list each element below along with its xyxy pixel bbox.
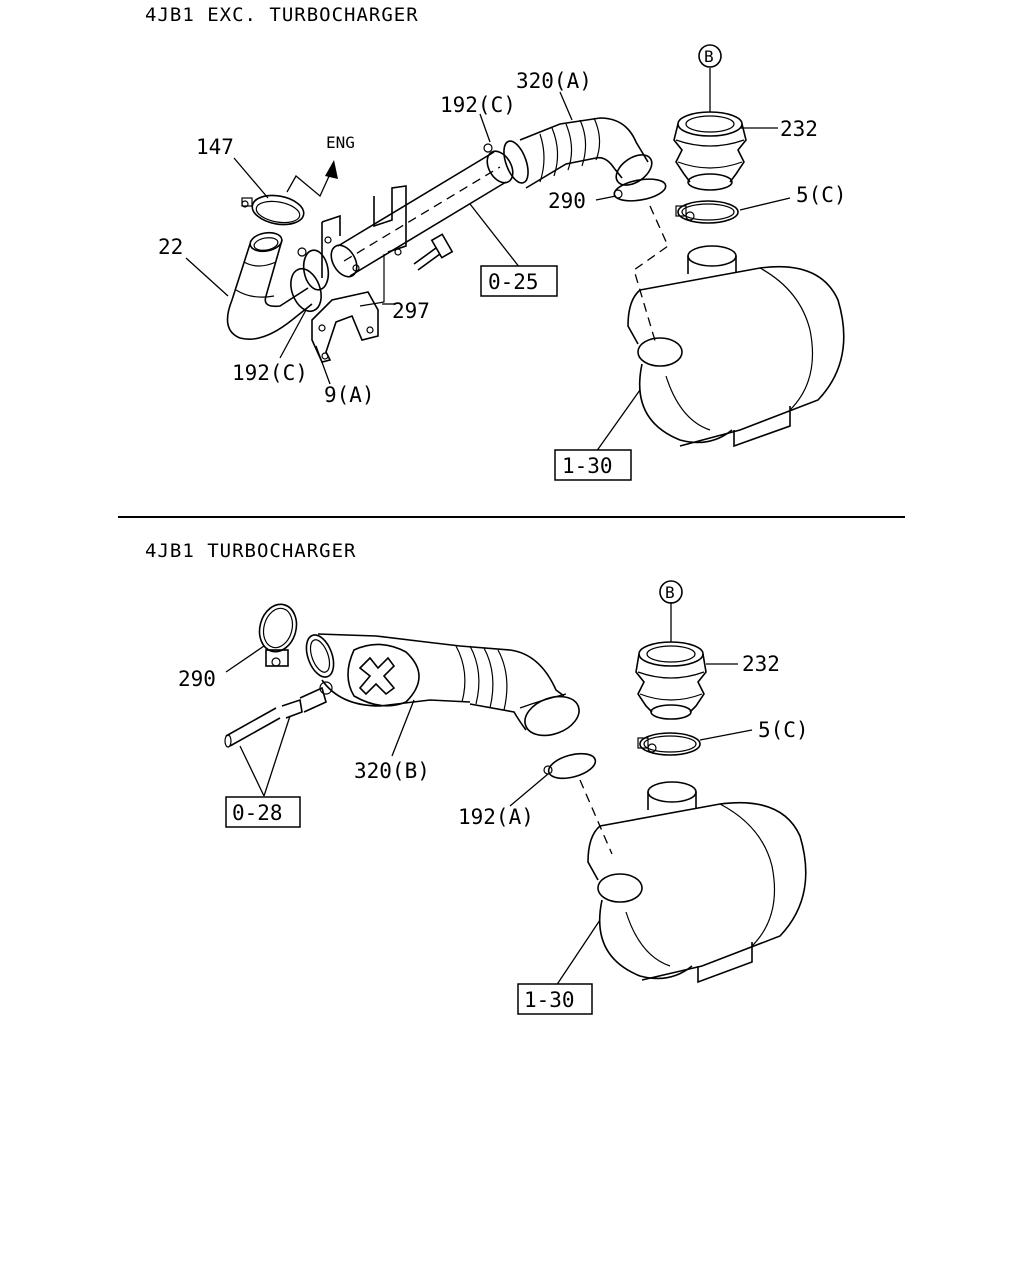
part-290-clamp bbox=[613, 178, 667, 202]
section-divider bbox=[118, 516, 905, 518]
part-025-intake-pipe bbox=[330, 150, 514, 278]
ref-circle-b-top bbox=[698, 44, 722, 68]
part-320b-intake-hose bbox=[305, 633, 580, 737]
bottom-leader-lines bbox=[225, 645, 753, 987]
ref-box-130-bottom bbox=[517, 983, 593, 1015]
part-028-breather-pipe bbox=[224, 681, 333, 748]
label-290-bottom: 290 bbox=[178, 667, 216, 691]
label-ref-028: 0-28 bbox=[232, 801, 283, 825]
label-ref-130-top: 1-30 bbox=[562, 454, 613, 478]
label-22: 22 bbox=[158, 235, 183, 259]
label-290-top: 290 bbox=[548, 189, 586, 213]
part-9a-bracket bbox=[311, 291, 379, 363]
label-147: 147 bbox=[196, 135, 234, 159]
label-ref-b-top: B bbox=[704, 47, 714, 66]
part-22-elbow-hose bbox=[226, 231, 322, 340]
part-147-hose-clamp bbox=[241, 194, 305, 226]
ref-box-028 bbox=[225, 796, 301, 828]
label-297: 297 bbox=[392, 299, 430, 323]
part-290-clamp-turbo bbox=[258, 603, 298, 667]
pipe-support-bracket bbox=[321, 185, 407, 307]
part-192c-clamp-upper bbox=[483, 140, 529, 184]
ref-box-130-top bbox=[554, 449, 632, 481]
ref-circle-b-bottom bbox=[659, 580, 683, 604]
label-ref-b-bottom: B bbox=[665, 583, 675, 602]
top-leader-lines bbox=[185, 91, 791, 453]
label-5c-top: 5(C) bbox=[796, 183, 847, 207]
label-192c-bottom: 192(C) bbox=[232, 361, 308, 385]
label-232-top: 232 bbox=[780, 117, 818, 141]
part-5c-clamp-turbo bbox=[637, 732, 701, 756]
part-130-air-cleaner-turbo bbox=[579, 779, 807, 984]
label-192c-top: 192(C) bbox=[440, 93, 516, 117]
engine-direction-arrow bbox=[286, 160, 338, 198]
part-297-bolt bbox=[413, 233, 454, 271]
label-ref-130-bottom: 1-30 bbox=[524, 988, 575, 1012]
label-eng: ENG bbox=[326, 133, 355, 152]
ref-box-025 bbox=[480, 265, 558, 297]
section-title-exc-turbo: 4JB1 EXC. TURBOCHARGER bbox=[145, 4, 419, 26]
part-232-bellows-turbo bbox=[635, 602, 707, 720]
label-5c-bottom: 5(C) bbox=[758, 718, 809, 742]
label-232-bottom: 232 bbox=[742, 652, 780, 676]
part-320a-bellows-hose bbox=[519, 117, 653, 189]
diagram-exc-turbocharger: 147 ENG 22 192(C) 320(A) B 232 290 5(C) … bbox=[158, 44, 847, 481]
label-320a: 320(A) bbox=[516, 69, 592, 93]
label-192a: 192(A) bbox=[458, 805, 534, 829]
label-ref-025: 0-25 bbox=[488, 270, 539, 294]
label-320b: 320(B) bbox=[354, 759, 430, 783]
part-232-bellows bbox=[673, 68, 747, 191]
diagram-turbocharger: B 232 290 5(C) 320(B) 0-28 192(A) 1-30 bbox=[178, 580, 809, 1015]
part-5c-clamp bbox=[675, 200, 739, 224]
part-130-air-cleaner bbox=[627, 205, 845, 448]
part-192a-clamp bbox=[543, 752, 597, 780]
label-9a: 9(A) bbox=[324, 383, 375, 407]
part-192c-clamp-lower bbox=[297, 247, 330, 291]
section-title-turbo: 4JB1 TURBOCHARGER bbox=[145, 540, 357, 562]
